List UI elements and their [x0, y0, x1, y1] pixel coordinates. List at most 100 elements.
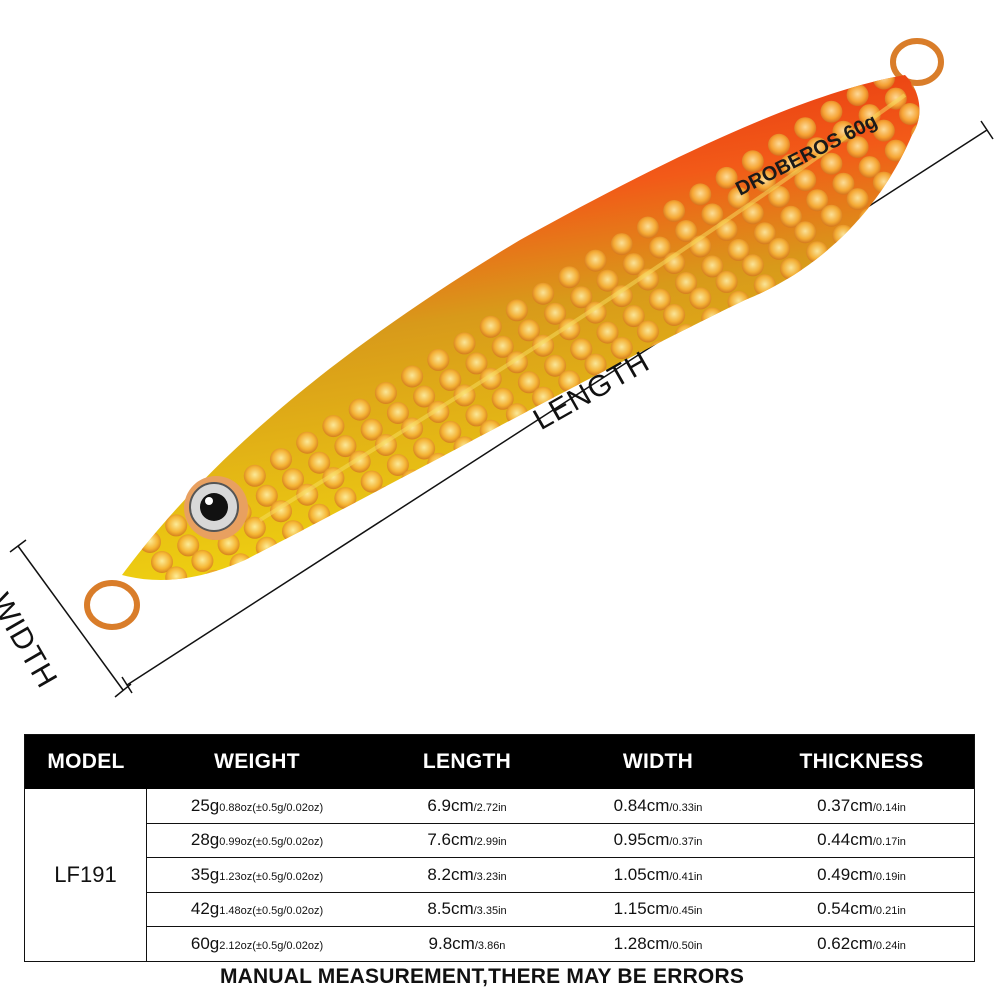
width-cell-detail: /0.45in — [669, 905, 703, 918]
scale-mark — [846, 240, 869, 263]
length-cell-detail: /2.99in — [473, 836, 507, 849]
scale-mark — [334, 435, 357, 458]
scale-mark — [636, 268, 659, 291]
scale-mark — [899, 207, 920, 229]
scale-mark — [243, 464, 266, 487]
scale-mark — [439, 368, 462, 391]
scale-mark — [282, 624, 304, 646]
scale-mark — [768, 133, 790, 156]
model-cell: LF191 — [25, 789, 147, 961]
scale-mark — [648, 340, 671, 363]
scale-mark — [715, 270, 738, 293]
scale-mark — [741, 150, 764, 173]
scale-mark — [820, 100, 843, 123]
scale-mark — [255, 536, 278, 559]
scale-mark — [806, 241, 829, 264]
scale-mark — [663, 304, 686, 326]
scale-mark — [270, 552, 292, 575]
scale-mark — [479, 315, 502, 338]
scale-mark — [872, 171, 895, 194]
scale-mark — [794, 273, 817, 296]
scale-mark — [872, 75, 895, 90]
thickness-cell: 0.62cm/0.24in — [749, 927, 974, 961]
scale-mark — [741, 254, 764, 277]
scale-mark — [675, 220, 698, 242]
scale-mark — [872, 119, 895, 142]
scale-mark — [741, 358, 764, 381]
scale-mark — [386, 402, 409, 424]
scale-mark — [858, 260, 881, 283]
scale-mark — [479, 523, 502, 546]
scale-mark — [846, 84, 869, 107]
scale-mark — [675, 324, 698, 346]
scale-mark — [243, 516, 266, 539]
scale-mark — [165, 618, 187, 640]
scale-mark — [203, 569, 226, 580]
scale-mark — [584, 249, 607, 272]
scale-mark — [806, 189, 829, 212]
scale-mark — [270, 448, 292, 471]
scale-mark — [753, 274, 776, 297]
thickness-cell-value: 0.62cm — [817, 933, 873, 953]
header-model: MODEL — [47, 750, 125, 773]
spec-table: MODEL WEIGHT LENGTH WIDTH THICKNESS LF19… — [24, 734, 975, 962]
scale-mark — [322, 519, 345, 542]
scale-mark — [479, 419, 502, 442]
length-cell-value: 8.5cm — [427, 899, 474, 919]
scale-mark — [439, 420, 462, 443]
scale-mark — [349, 607, 371, 629]
scale-mark — [911, 227, 920, 249]
scale-mark — [256, 641, 278, 663]
scale-mark — [846, 292, 869, 315]
scale-mark — [218, 689, 240, 711]
width-cell-detail: /0.50in — [669, 939, 703, 952]
scale-mark — [165, 566, 188, 580]
weight-cell: 28g0.99oz(±0.5g/0.02oz) — [147, 823, 367, 857]
scale-mark — [753, 222, 776, 245]
scale-mark — [636, 320, 659, 343]
thickness-cell-detail: /0.19in — [872, 870, 906, 883]
scale-mark — [139, 531, 161, 553]
scale-mark — [832, 224, 855, 247]
scale-mark — [794, 325, 817, 348]
scale-mark — [322, 623, 344, 645]
scale-mark — [203, 674, 225, 696]
scale-mark — [505, 299, 528, 322]
scale-mark — [648, 236, 671, 259]
scale-mark — [780, 309, 802, 332]
length-cell-detail: /3.86n — [474, 939, 506, 952]
width-cell: 1.28cm/0.50in — [567, 927, 749, 961]
header-length: LENGTH — [422, 750, 512, 773]
scale-mark — [741, 306, 764, 329]
scale-mark — [610, 285, 633, 308]
scale-mark — [401, 365, 424, 388]
scale-mark — [151, 603, 173, 625]
scale-mark — [858, 156, 881, 179]
scale-mark — [308, 503, 331, 526]
scale-mark — [427, 556, 450, 579]
scale-mark — [899, 103, 920, 125]
scale-mark — [636, 216, 659, 239]
scale-mark — [622, 409, 645, 432]
scale-mark — [584, 301, 607, 324]
scale-mark — [727, 342, 750, 365]
width-cell: 1.15cm/0.45in — [567, 892, 749, 926]
weight-cell-value: 42g — [190, 899, 220, 919]
weight-cell-detail: 1.23oz(±0.5g/0.02oz) — [219, 870, 324, 883]
scale-mark — [820, 152, 843, 175]
thickness-cell-detail: /0.21in — [872, 905, 906, 918]
scale-mark — [334, 539, 357, 562]
weight-cell-value: 35g — [190, 864, 220, 884]
scale-mark — [151, 551, 173, 573]
scale-mark — [872, 275, 895, 298]
scale-mark — [282, 520, 304, 543]
width-cell-value: 1.28cm — [613, 933, 670, 953]
scale-mark — [517, 423, 540, 446]
length-cell: 8.2cm/3.23in — [367, 858, 567, 892]
scale-mark — [296, 640, 318, 662]
scale-mark — [911, 123, 920, 145]
scale-mark — [899, 155, 920, 177]
scale-mark — [191, 654, 213, 676]
scale-mark — [165, 722, 187, 730]
